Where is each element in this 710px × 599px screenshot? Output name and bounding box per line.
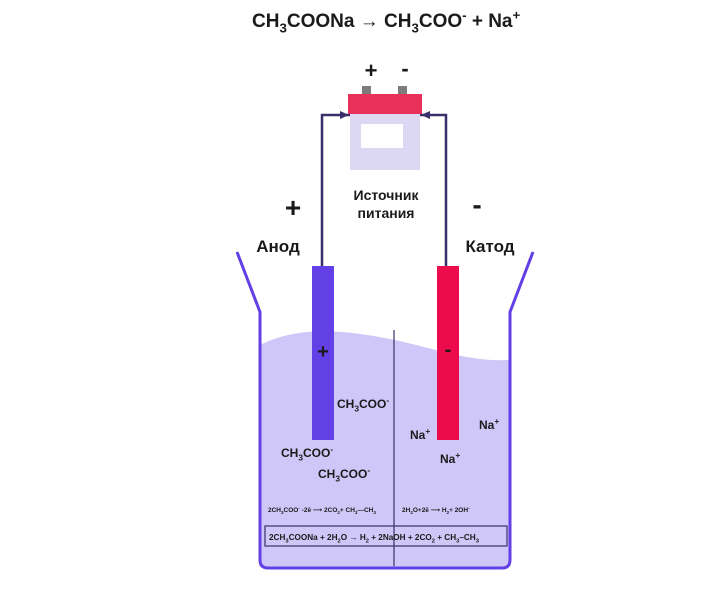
beaker	[235, 251, 535, 570]
battery-cap	[348, 94, 422, 114]
cathode-sign: -	[472, 189, 481, 220]
power-source-label-line1: Источник	[354, 187, 420, 203]
battery-plus-sign: +	[365, 58, 378, 83]
ion-acetate: CH3​COO-​	[337, 395, 389, 413]
ion-sodium: Na+​	[410, 426, 430, 442]
title-formula: CH3​COONa → CH3​COO-​ + Na+​	[252, 7, 521, 35]
cathode-electrode	[437, 266, 459, 440]
ion-sodium: Na+​	[479, 416, 499, 432]
anode-label: Анод	[256, 237, 300, 256]
battery-minus-sign: -	[401, 56, 408, 81]
anode-electrode-sign: +	[317, 341, 329, 363]
ion-sodium: Na+​	[440, 450, 460, 466]
cathode-wire	[420, 113, 448, 266]
battery-terminal-positive	[362, 86, 371, 95]
overall-reaction: 2CH3​COONa + 2H2​O → H2​ + 2NaOH + 2CO2​…	[269, 533, 479, 544]
anode-reaction: 2CH3​COO-​ -2ē ⟶ 2CO2​+ CH3​—CH3​	[268, 505, 376, 515]
cathode-reaction: 2H2​O+2ē ⟶ H2​+ 2OH-​	[402, 505, 470, 515]
battery-terminal-negative	[398, 86, 407, 95]
power-source	[348, 86, 422, 170]
cathode-label: Катод	[465, 237, 514, 256]
overall-reaction-box	[264, 525, 508, 547]
cathode-electrode-sign: -	[445, 339, 452, 361]
anode-wire-arrow	[340, 111, 349, 119]
ion-acetate: CH3​COO-​	[281, 444, 333, 462]
battery-window	[361, 124, 403, 148]
anode-electrode	[312, 266, 334, 440]
ion-acetate: CH3​COO-​	[318, 465, 370, 483]
power-source-label-line2: питания	[358, 205, 415, 221]
cathode-wire-arrow	[421, 111, 430, 119]
anode-sign: +	[285, 192, 301, 223]
anode-wire	[320, 113, 350, 266]
